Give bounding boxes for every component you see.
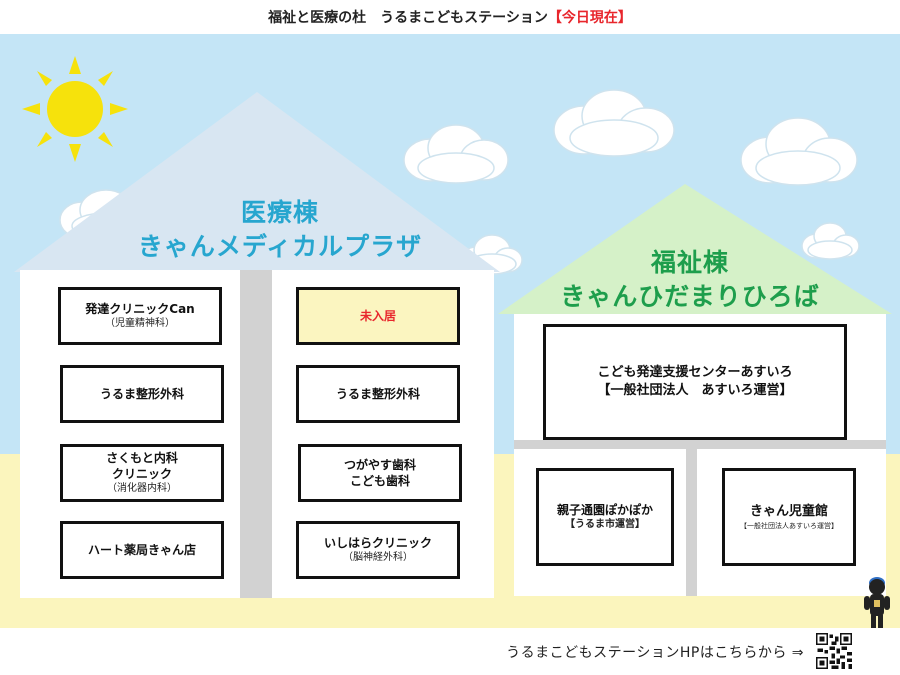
room-uruma-orthopedics-left[interactable]: うるま整形外科 — [60, 365, 224, 423]
medical-building-name: 医療棟 — [240, 198, 319, 227]
room-subtitle: （児童精神科） — [105, 318, 175, 329]
room-name: こども歯科 — [349, 474, 410, 488]
welfare-corridor-horizontal — [514, 440, 886, 449]
room-subtitle: 【一般社団法人あすいろ運営】 — [740, 522, 838, 530]
welfare-building-title: 福祉棟 きゃんひだまりひろば — [500, 246, 880, 314]
room-name: クリニック — [111, 467, 172, 481]
room-vacant[interactable]: 未入居 — [296, 287, 460, 345]
room-name: いしはらクリニック — [323, 536, 432, 550]
room-name: 親子通園ぽかぽか — [556, 503, 653, 517]
room-kyan-jidoukan[interactable]: きゃん児童館 【一般社団法人あすいろ運営】 — [722, 468, 856, 566]
room-subtitle: 【一般社団法人 あすいろ運営】 — [597, 383, 793, 398]
cloud-icon — [553, 89, 675, 157]
room-name: きゃん児童館 — [749, 504, 828, 519]
room-pokapoka[interactable]: 親子通園ぽかぽか 【うるま市運営】 — [536, 468, 674, 566]
room-name: 未入居 — [359, 309, 396, 323]
page-footer: うるまこどもステーションHPはこちらから ⇒ — [0, 628, 900, 675]
sun-icon — [22, 56, 128, 162]
room-uruma-orthopedics-right[interactable]: うるま整形外科 — [296, 365, 460, 423]
medical-building-title: 医療棟 きゃんメディカルプラザ — [40, 196, 520, 264]
page-header: 福祉と医療の杜 うるまこどもステーション【今日現在】 — [0, 0, 900, 34]
cloud-icon — [403, 124, 509, 184]
mascot-character — [864, 577, 890, 628]
room-name: 発達クリニックCan — [85, 302, 195, 316]
cloud-icon — [740, 117, 858, 186]
room-hattatsu-clinic[interactable]: 発達クリニックCan （児童精神科） — [58, 287, 222, 345]
room-sakumoto-clinic[interactable]: さくもと内科 クリニック （消化器内科） — [60, 444, 224, 502]
medical-roof — [14, 92, 500, 272]
welfare-corridor-vertical — [686, 449, 697, 596]
room-name: ハート薬局きゃん店 — [87, 543, 196, 557]
room-name: つがやす歯科 — [343, 458, 416, 472]
room-name: うるま整形外科 — [335, 387, 420, 401]
illustration-scene: 医療棟 きゃんメディカルプラザ 福祉棟 きゃんひだまりひろば 発達クリニックCa… — [0, 34, 900, 628]
room-heart-pharmacy[interactable]: ハート薬局きゃん店 — [60, 521, 224, 579]
welfare-building-name: 福祉棟 — [650, 248, 729, 277]
room-subtitle: （消化器内科） — [107, 483, 177, 494]
room-name: こども発達支援センターあすいろ — [597, 365, 793, 380]
cloud-icon — [801, 222, 860, 260]
page-title: 福祉と医療の杜 うるまこどもステーション — [268, 10, 548, 26]
room-asuiro-center[interactable]: こども発達支援センターあすいろ 【一般社団法人 あすいろ運営】 — [543, 324, 847, 440]
room-subtitle: 【うるま市運営】 — [565, 519, 645, 530]
room-name: さくもと内科 — [106, 451, 178, 465]
medical-corridor — [240, 270, 272, 598]
room-name: うるま整形外科 — [99, 387, 184, 401]
room-subtitle: （脳神経外科） — [343, 552, 413, 563]
room-tsugayasu-dental[interactable]: つがやす歯科 こども歯科 — [298, 444, 462, 502]
qr-code-icon[interactable] — [816, 633, 852, 669]
welfare-roof — [498, 184, 892, 314]
welfare-building-subtitle: きゃんひだまりひろば — [560, 282, 820, 311]
status-note: 【今日現在】 — [547, 10, 632, 26]
room-ishihara-clinic[interactable]: いしはらクリニック （脳神経外科） — [296, 521, 460, 579]
medical-building-subtitle: きゃんメディカルプラザ — [137, 232, 423, 261]
homepage-link[interactable]: うるまこどもステーションHPはこちらから ⇒ — [506, 645, 804, 661]
